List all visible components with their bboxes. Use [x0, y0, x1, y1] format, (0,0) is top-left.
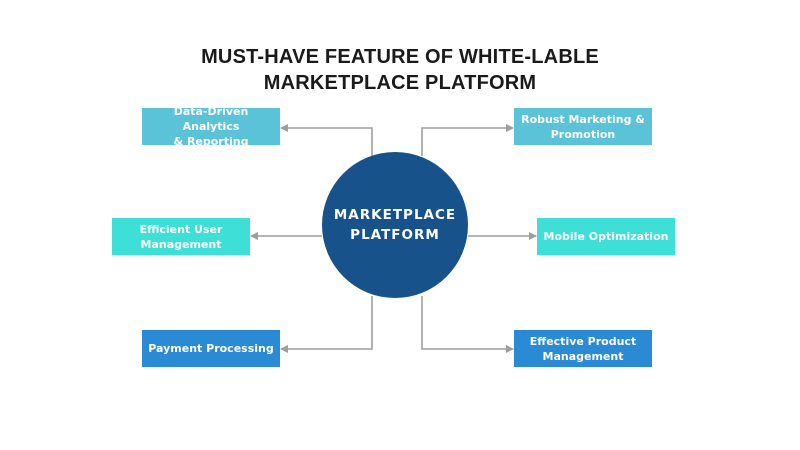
- title-line-2: MARKETPLACE PLATFORM: [263, 72, 537, 94]
- feature-analytics-line-1: Data-Driven Analytics: [173, 105, 249, 133]
- marketplace-platform-hub: MARKETPLACE PLATFORM: [322, 152, 468, 298]
- hub-line-2: PLATFORM: [350, 227, 440, 243]
- feature-analytics-line-2: & Reporting: [173, 135, 249, 148]
- diagram-title: MUST-HAVE FEATURE OF WHITE-LABLE MARKETP…: [0, 44, 800, 96]
- connector-payment: [280, 296, 373, 353]
- connector-product-management: [421, 296, 514, 353]
- feature-mobile-box: Mobile Optimization: [537, 218, 675, 255]
- feature-marketing-line-2: Promotion: [550, 127, 616, 141]
- connector-analytics: [280, 124, 373, 156]
- feature-user-management-box: Efficient User Management: [112, 218, 250, 255]
- feature-marketing-box: Robust Marketing & Promotion: [514, 108, 652, 145]
- connector-marketing: [421, 124, 514, 156]
- feature-mobile-line-1: Mobile Optimization: [543, 230, 669, 243]
- feature-analytics-box: Data-Driven Analytics & Reporting: [142, 105, 280, 148]
- feature-product-management-line-2: Management: [542, 349, 624, 363]
- feature-payment-box: Payment Processing: [142, 330, 280, 367]
- feature-product-management-box: Effective Product Management: [514, 330, 652, 367]
- title-line-1: MUST-HAVE FEATURE OF WHITE-LABLE: [201, 46, 599, 68]
- feature-payment-line-1: Payment Processing: [148, 342, 274, 355]
- feature-user-management-line-1: Efficient User: [139, 222, 223, 236]
- hub-line-1: MARKETPLACE: [333, 207, 457, 223]
- feature-product-management-line-1: Effective Product: [529, 334, 637, 348]
- feature-user-management-line-2: Management: [140, 237, 222, 251]
- feature-marketing-line-1: Robust Marketing &: [521, 112, 645, 126]
